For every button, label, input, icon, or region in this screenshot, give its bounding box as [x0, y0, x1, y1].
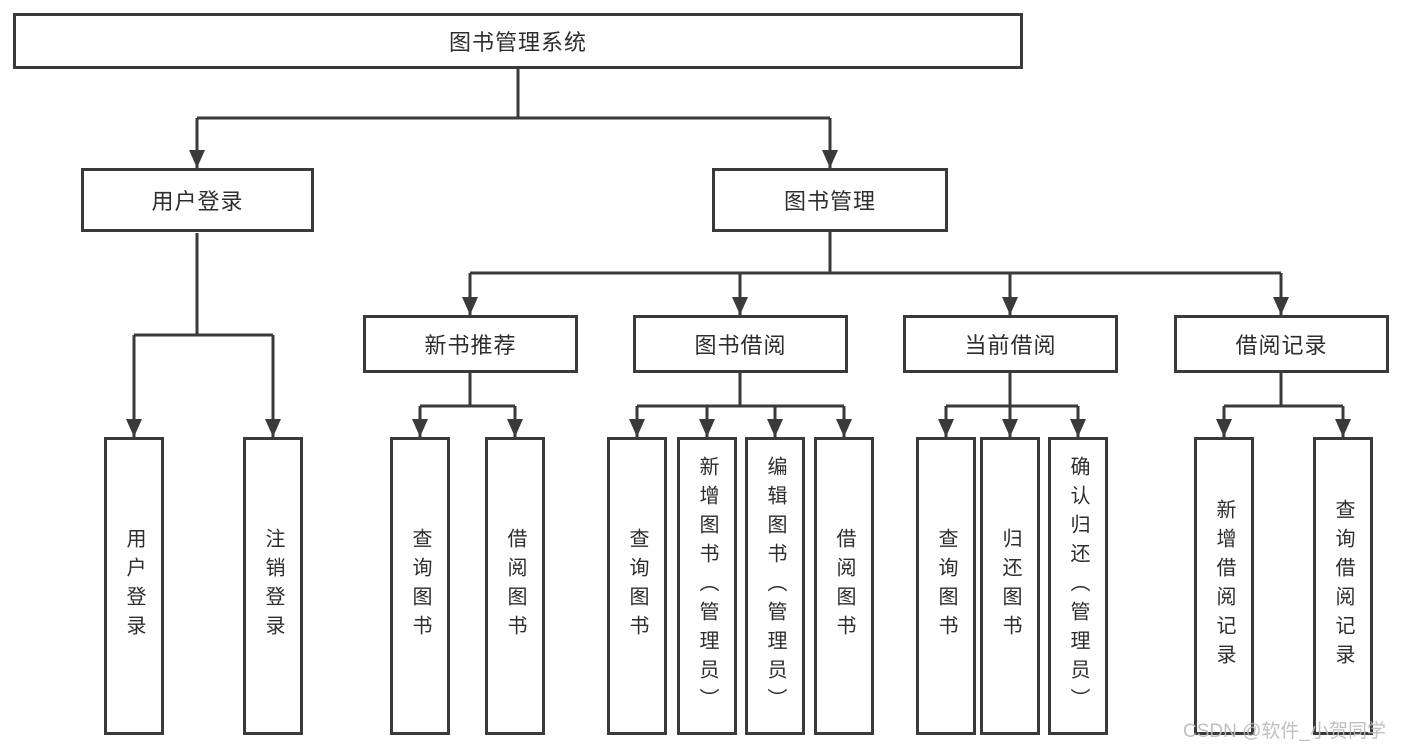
leaf-newbook-query: 查询图书 — [390, 437, 450, 735]
leaf-borrow-book: 借阅图书 — [814, 437, 874, 735]
node-book-management: 图书管理 — [712, 168, 948, 232]
leaf-newbook-query-label: 查询图书 — [409, 528, 431, 644]
leaf-borrow-book-label: 借阅图书 — [833, 528, 855, 644]
leaf-current-return: 归还图书 — [980, 437, 1040, 735]
leaf-borrow-add-admin-label: 新增图书（管理员） — [696, 455, 718, 717]
csdn-watermark: CSDN @软件_小贺同学 — [1183, 721, 1386, 742]
leaf-logout: 注销登录 — [243, 437, 303, 735]
node-root: 图书管理系统 — [13, 13, 1023, 69]
node-borrow-records: 借阅记录 — [1174, 315, 1389, 373]
leaf-record-query-label: 查询借阅记录 — [1332, 499, 1354, 673]
leaf-record-add-label: 新增借阅记录 — [1213, 499, 1235, 673]
leaf-newbook-borrow-label: 借阅图书 — [504, 528, 526, 644]
leaf-borrow-query-label: 查询图书 — [626, 528, 648, 644]
node-user-login: 用户登录 — [81, 168, 314, 232]
leaf-borrow-add-admin: 新增图书（管理员） — [677, 437, 737, 735]
node-new-book-recommend-label: 新书推荐 — [424, 333, 517, 358]
node-borrow-records-label: 借阅记录 — [1235, 333, 1328, 358]
leaf-newbook-borrow: 借阅图书 — [485, 437, 545, 735]
leaf-user-login: 用户登录 — [104, 437, 164, 735]
leaf-borrow-edit-admin: 编辑图书（管理员） — [745, 437, 805, 735]
leaf-current-confirm-admin: 确认归还（管理员） — [1048, 437, 1108, 735]
leaf-record-add: 新增借阅记录 — [1194, 437, 1254, 735]
leaf-record-query: 查询借阅记录 — [1313, 437, 1373, 735]
leaf-logout-label: 注销登录 — [262, 528, 284, 644]
node-book-borrow: 图书借阅 — [633, 315, 848, 373]
node-current-borrow-label: 当前借阅 — [964, 333, 1057, 358]
node-book-management-label: 图书管理 — [783, 189, 876, 214]
leaf-current-confirm-admin-label: 确认归还（管理员） — [1067, 455, 1089, 717]
leaf-borrow-edit-admin-label: 编辑图书（管理员） — [764, 455, 786, 717]
leaf-current-return-label: 归还图书 — [999, 528, 1021, 644]
node-new-book-recommend: 新书推荐 — [363, 315, 578, 373]
node-current-borrow: 当前借阅 — [903, 315, 1118, 373]
leaf-borrow-query: 查询图书 — [607, 437, 667, 735]
node-user-login-label: 用户登录 — [151, 189, 244, 214]
node-book-borrow-label: 图书借阅 — [694, 333, 787, 358]
leaf-current-query: 查询图书 — [916, 437, 976, 735]
leaf-user-login-label: 用户登录 — [123, 528, 145, 644]
node-root-label: 图书管理系统 — [448, 30, 587, 55]
leaf-current-query-label: 查询图书 — [935, 528, 957, 644]
